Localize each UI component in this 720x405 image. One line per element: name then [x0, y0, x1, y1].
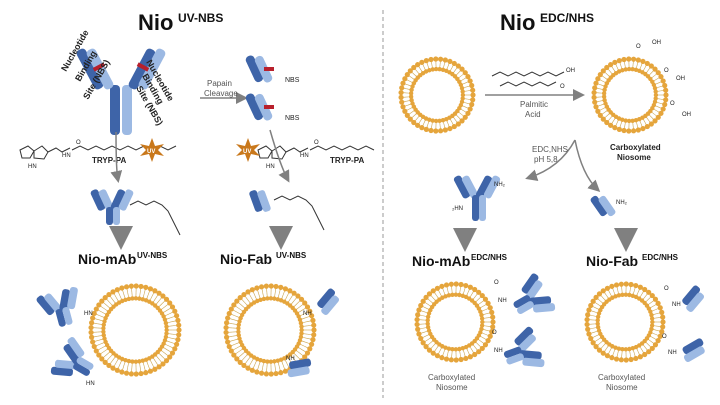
- svg-text:pH 5,8: pH 5,8: [534, 155, 558, 164]
- left-panel-title: Nio UV-NBS: [138, 10, 223, 35]
- edc-arrow-right: [574, 139, 601, 193]
- label-nio-mab-uv: Nio-mAb UV-NBS: [78, 251, 168, 267]
- svg-text:Nio-mAb: Nio-mAb: [78, 251, 136, 267]
- uv-star-right: UV: [236, 138, 260, 162]
- svg-text:Acid: Acid: [525, 110, 541, 119]
- tryp-pa-molecule-fab: HN HN O: [257, 140, 375, 170]
- arrow-uv-left: [110, 131, 123, 183]
- arrow-uv-right: [269, 129, 290, 183]
- svg-text:Carboxylated: Carboxylated: [610, 143, 661, 152]
- svg-text:HN: HN: [86, 381, 95, 387]
- svg-text:O: O: [494, 280, 499, 286]
- niosome-mab-edc: [414, 281, 496, 363]
- niosome-top-left: [398, 56, 476, 134]
- svg-text:NH: NH: [303, 311, 312, 317]
- svg-text:EDC/NHS: EDC/NHS: [642, 253, 679, 262]
- svg-text:TRYP-PA: TRYP-PA: [330, 156, 364, 165]
- caption-carboxylated-fab: Carboxylated Niosome: [598, 373, 645, 392]
- svg-text:HN: HN: [28, 164, 37, 170]
- svg-text:O: O: [664, 286, 669, 292]
- svg-text:Nio-Fab: Nio-Fab: [220, 251, 272, 267]
- svg-text:NH: NH: [672, 302, 681, 308]
- svg-text:NH: NH: [286, 356, 295, 362]
- fab-amine: [590, 195, 616, 217]
- svg-text:O: O: [492, 330, 497, 336]
- niosome-mab-uv: [88, 283, 182, 377]
- fab-modified: [249, 190, 325, 231]
- svg-text:Papain: Papain: [207, 79, 232, 88]
- svg-text:O: O: [76, 140, 81, 146]
- svg-text:EDC/NHS: EDC/NHS: [471, 253, 508, 262]
- svg-text:Cleavage: Cleavage: [204, 89, 238, 98]
- fab-conjugated-2: [287, 358, 312, 378]
- label-nio-fab-edc: Nio-Fab EDC/NHS: [586, 253, 679, 269]
- svg-text:UV: UV: [147, 149, 155, 155]
- edc-arrow-left: [525, 139, 576, 182]
- fab-conjugated-edc-2: [682, 338, 705, 363]
- niosome-fab-uv: [223, 283, 317, 377]
- fab-conjugated-edc-1: [682, 285, 705, 313]
- svg-text:Niosome: Niosome: [617, 153, 651, 162]
- svg-text:O: O: [314, 140, 319, 146]
- uv-star-left: UV: [140, 138, 164, 162]
- svg-text:NBS: NBS: [285, 115, 300, 122]
- svg-text:OH: OH: [652, 40, 661, 46]
- svg-text:O: O: [560, 84, 565, 90]
- svg-text:₂HN: ₂HN: [452, 206, 463, 212]
- svg-text:HN: HN: [84, 311, 93, 317]
- svg-text:EDC/NHS: EDC/NHS: [540, 11, 594, 25]
- svg-text:HN: HN: [62, 153, 71, 159]
- antibody-conjugated-1: [36, 287, 78, 327]
- svg-text:UV-NBS: UV-NBS: [137, 251, 168, 260]
- svg-text:O: O: [662, 334, 667, 340]
- svg-text:O: O: [670, 101, 675, 107]
- svg-text:Nio: Nio: [138, 10, 173, 35]
- caption-carboxylated-mab: Carboxylated Niosome: [428, 373, 475, 392]
- svg-text:HN: HN: [300, 153, 309, 159]
- svg-text:TRYP-PA: TRYP-PA: [92, 156, 126, 165]
- svg-text:Niosome: Niosome: [436, 383, 468, 392]
- svg-text:NH₂: NH₂: [494, 182, 506, 188]
- svg-text:NBS: NBS: [285, 77, 300, 84]
- antibody-amine: [453, 175, 501, 221]
- cooh-groups: O OH O OH O OH: [636, 40, 691, 118]
- svg-text:EDC,NHS: EDC,NHS: [532, 145, 568, 154]
- svg-text:Carboxylated: Carboxylated: [598, 373, 645, 382]
- svg-text:UV-NBS: UV-NBS: [178, 11, 223, 25]
- niosome-top-right: [591, 56, 669, 134]
- label-nio-fab-uv: Nio-Fab UV-NBS: [220, 251, 307, 267]
- svg-text:OH: OH: [676, 76, 685, 82]
- antibody-conjugated-edc-2: [503, 326, 545, 368]
- svg-text:OH: OH: [682, 112, 691, 118]
- svg-text:Nio: Nio: [500, 10, 535, 35]
- svg-text:Nio-mAb: Nio-mAb: [412, 253, 470, 269]
- svg-text:Nio-Fab: Nio-Fab: [586, 253, 638, 269]
- svg-text:NH₂: NH₂: [616, 200, 628, 206]
- niosome-fab-edc: [584, 281, 666, 363]
- svg-text:HN: HN: [266, 164, 275, 170]
- svg-text:Palmitic: Palmitic: [520, 100, 548, 109]
- svg-text:UV: UV: [243, 149, 251, 155]
- svg-text:NH: NH: [668, 350, 677, 356]
- svg-text:NH: NH: [494, 348, 503, 354]
- svg-text:UV-NBS: UV-NBS: [276, 251, 307, 260]
- nbs-label-left: Nucleotide Binding Site (NBS): [59, 28, 112, 101]
- palmitic-acid-molecule: OH O: [491, 68, 575, 90]
- antibody-conjugated-2: [50, 337, 94, 377]
- antibody-modified-left: [90, 189, 181, 236]
- antibody-large: [76, 48, 166, 135]
- svg-text:OH: OH: [566, 68, 575, 74]
- fab-conjugated-1: [317, 288, 340, 316]
- antibody-conjugated-edc-1: [513, 273, 556, 315]
- svg-text:O: O: [664, 68, 669, 74]
- svg-text:Niosome: Niosome: [606, 383, 638, 392]
- label-nio-mab-edc: Nio-mAb EDC/NHS: [412, 253, 508, 269]
- fab-fragment-bottom: [245, 93, 274, 121]
- fab-fragment-top: [245, 55, 274, 83]
- svg-text:Carboxylated: Carboxylated: [428, 373, 475, 382]
- svg-text:NH: NH: [498, 298, 507, 304]
- right-panel-title: Nio EDC/NHS: [500, 10, 594, 35]
- svg-text:O: O: [636, 44, 641, 50]
